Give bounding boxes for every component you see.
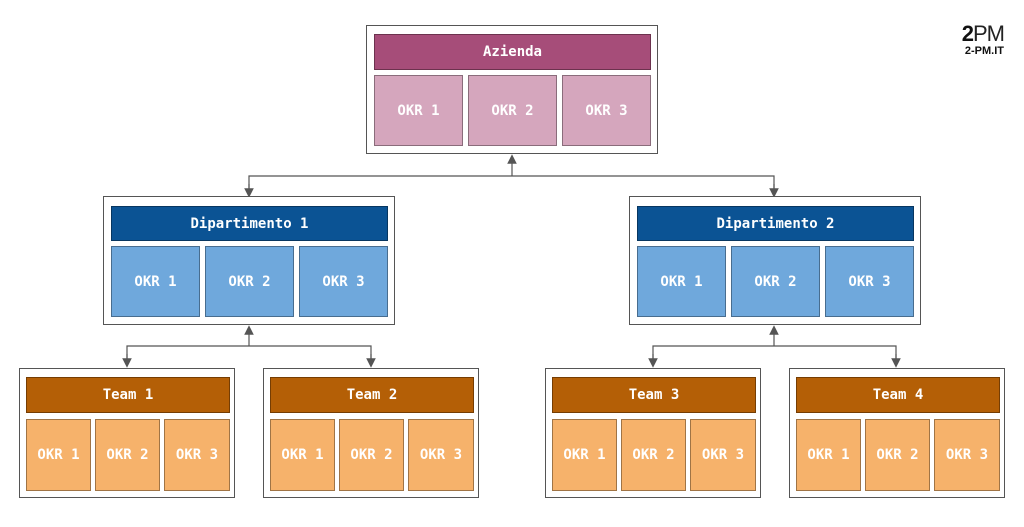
team-1-okr-3: OKR 3 <box>164 419 230 491</box>
department-2-header: Dipartimento 2 <box>637 206 914 241</box>
department-1-node: Dipartimento 1 OKR 1 OKR 2 OKR 3 <box>103 196 395 325</box>
team-2-header: Team 2 <box>270 377 474 413</box>
connector-dept2-branch <box>652 345 897 364</box>
company-header: Azienda <box>374 34 651 70</box>
company-okr-3: OKR 3 <box>562 75 651 146</box>
team-2-node: Team 2 OKR 1 OKR 2 OKR 3 <box>263 368 479 498</box>
team-1-node: Team 1 OKR 1 OKR 2 OKR 3 <box>19 368 235 498</box>
department-2-okr-2: OKR 2 <box>731 246 820 317</box>
department-2-okr-1: OKR 1 <box>637 246 726 317</box>
team-3-okr-2: OKR 2 <box>621 419 686 491</box>
department-1-okr-1: OKR 1 <box>111 246 200 317</box>
company-node: Azienda OKR 1 OKR 2 OKR 3 <box>366 25 658 154</box>
team-1-okr-1: OKR 1 <box>26 419 91 491</box>
team-3-okr-1: OKR 1 <box>552 419 617 491</box>
team-4-okr-1: OKR 1 <box>796 419 861 491</box>
connector-company-branch <box>248 175 775 194</box>
company-okr-1: OKR 1 <box>374 75 463 146</box>
team-1-header: Team 1 <box>26 377 230 413</box>
department-1-okr-2: OKR 2 <box>205 246 294 317</box>
department-1-okr-3: OKR 3 <box>299 246 388 317</box>
logo-site: 2-PM.IT <box>964 45 1004 57</box>
team-4-node: Team 4 OKR 1 OKR 2 OKR 3 <box>789 368 1005 498</box>
team-4-header: Team 4 <box>796 377 1000 413</box>
team-4-okr-2: OKR 2 <box>865 419 930 491</box>
team-2-okr-2: OKR 2 <box>339 419 404 491</box>
connector-dept1-branch <box>126 345 372 364</box>
logo-mark: 2PM <box>961 21 1005 46</box>
team-3-header: Team 3 <box>552 377 756 413</box>
team-3-node: Team 3 OKR 1 OKR 2 OKR 3 <box>545 368 761 498</box>
team-2-okr-1: OKR 1 <box>270 419 335 491</box>
department-1-header: Dipartimento 1 <box>111 206 388 241</box>
team-2-okr-3: OKR 3 <box>408 419 474 491</box>
team-3-okr-3: OKR 3 <box>690 419 756 491</box>
brand-logo: 2PM 2-PM.IT <box>961 21 1005 57</box>
team-4-okr-3: OKR 3 <box>934 419 1000 491</box>
company-okr-2: OKR 2 <box>468 75 557 146</box>
department-2-node: Dipartimento 2 OKR 1 OKR 2 OKR 3 <box>629 196 921 325</box>
team-1-okr-2: OKR 2 <box>95 419 160 491</box>
department-2-okr-3: OKR 3 <box>825 246 914 317</box>
